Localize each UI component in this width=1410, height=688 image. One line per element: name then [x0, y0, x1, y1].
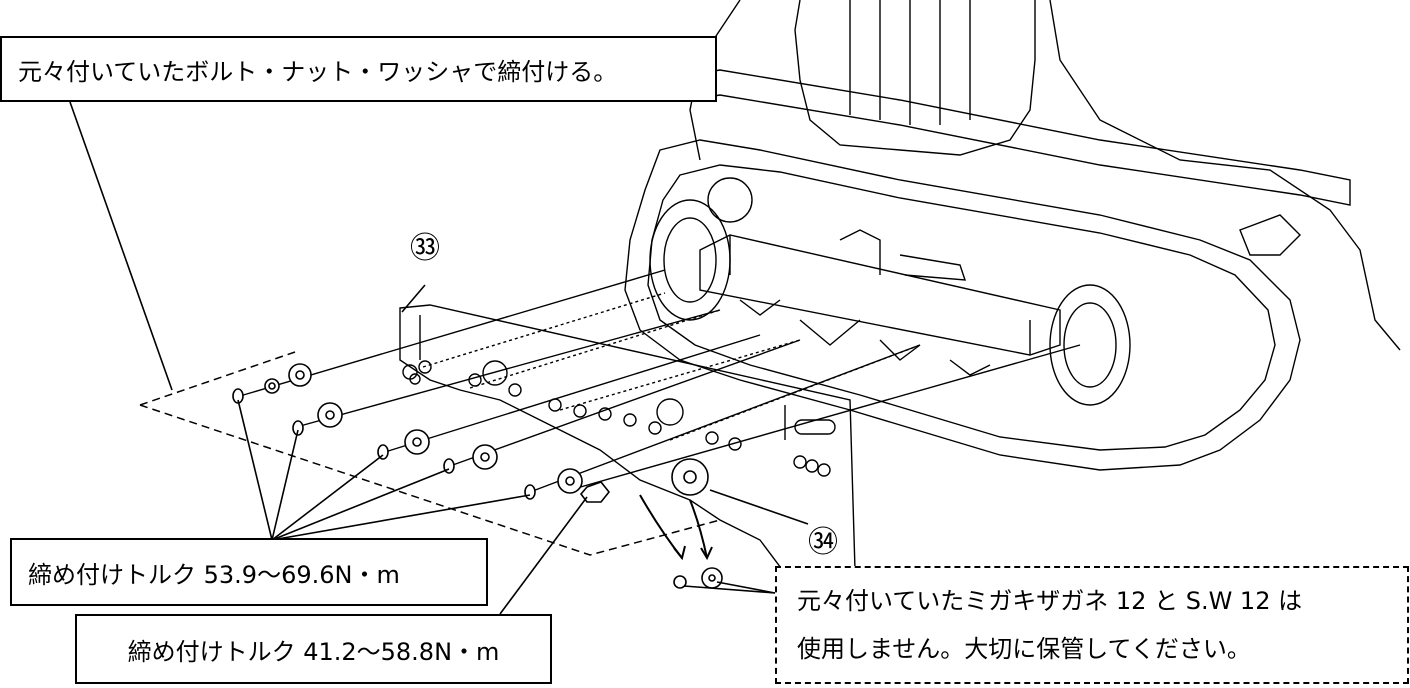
unused-parts-note: 元々付いていたミガキザガネ 12 と S.W 12 は 使用しません。大切に保管…	[775, 566, 1409, 684]
torque-note-nut: 締め付けトルク 41.2～58.8N・m	[75, 614, 552, 684]
leader-lines	[69, 101, 809, 615]
unused-parts-note-line1: 元々付いていたミガキザガネ 12 と S.W 12 は	[797, 587, 1303, 615]
hardware	[232, 363, 723, 589]
unused-parts-note-line2: 使用しません。大切に保管してください。	[797, 635, 1251, 663]
removal-arrows	[639, 494, 713, 561]
torque-note-bolts: 締め付けトルク 53.9～69.6N・m	[10, 538, 488, 606]
fastener-lines	[239, 269, 1081, 493]
part-number-34: ㉞	[808, 525, 838, 560]
fastening-note: 元々付いていたボルト・ナット・ワッシャで締付ける。	[0, 36, 717, 102]
dashed-plane	[139, 351, 721, 556]
part-number-33: ㉝	[410, 231, 440, 266]
machine-body	[399, 0, 1401, 591]
